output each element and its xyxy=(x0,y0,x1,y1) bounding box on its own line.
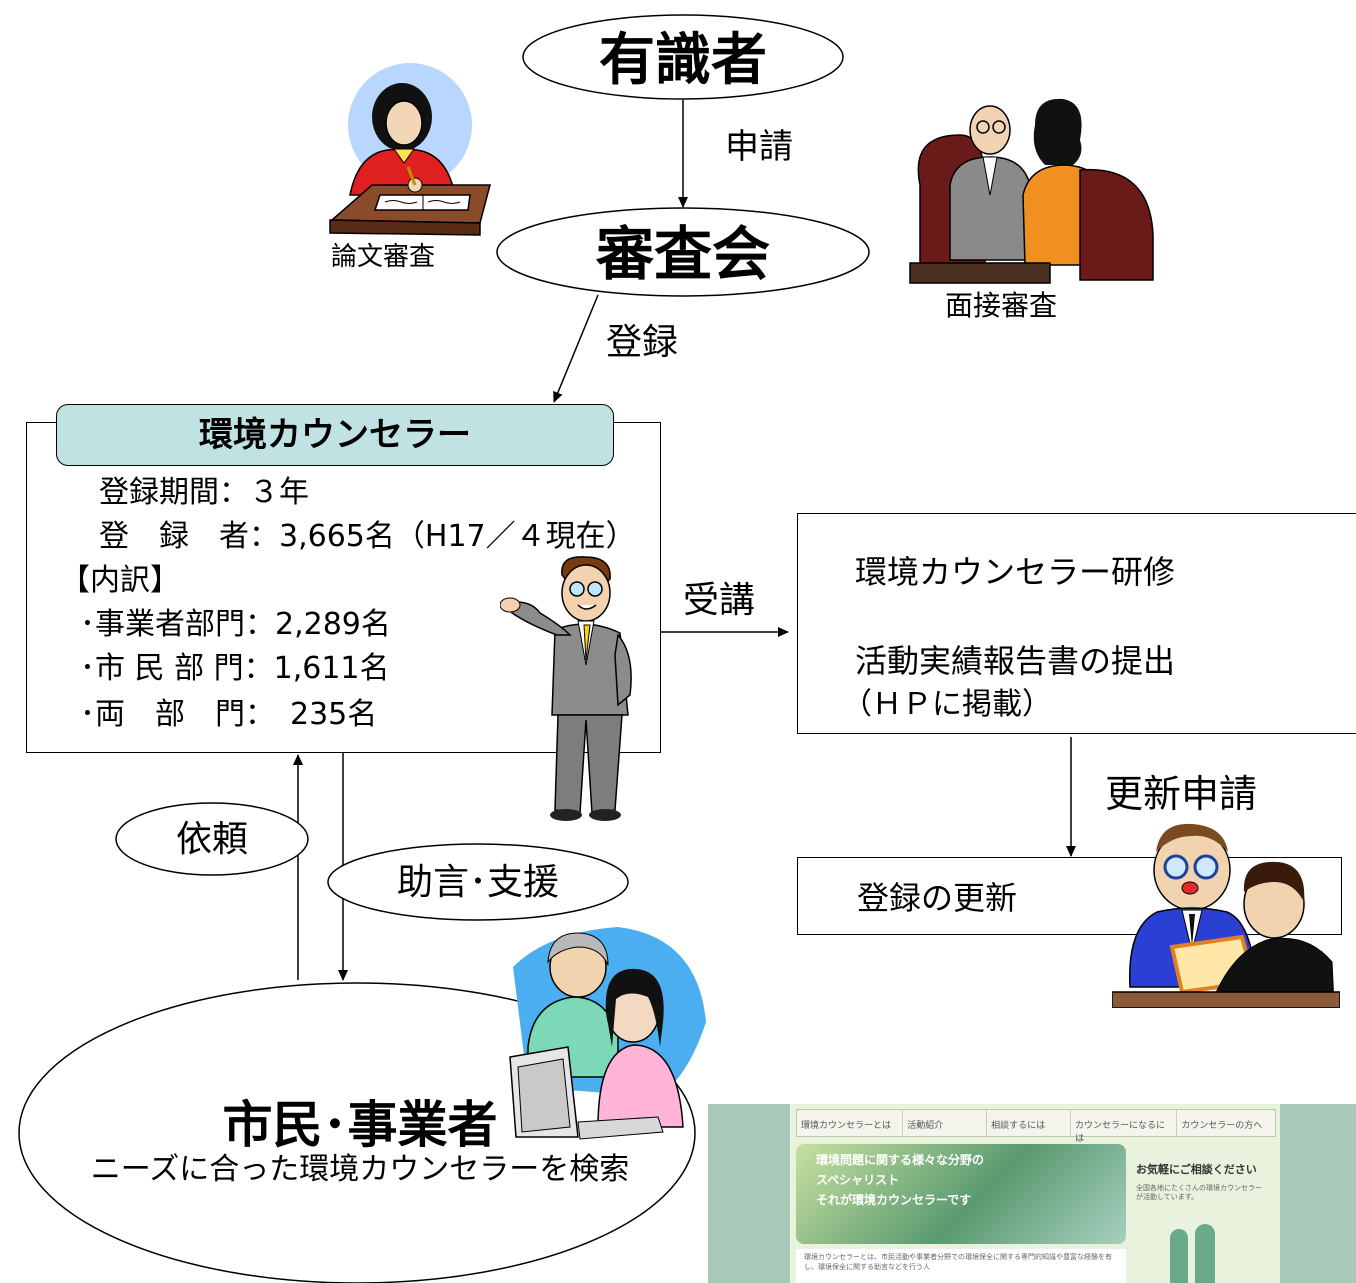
website-screenshot: 環境カウンセラーとは 活動紹介 相談するには カウンセラーになるには カウンセラ… xyxy=(708,1104,1356,1283)
register-label: 登録 xyxy=(606,322,679,363)
breakdown-business: ･事業者部門：2,289名 xyxy=(80,607,391,642)
training-line1: 環境カウンセラー研修 xyxy=(855,553,1176,591)
renewal-handshake-clipart xyxy=(1112,823,1340,1008)
renewal-label: 登録の更新 xyxy=(857,879,1018,917)
paper-review-clipart xyxy=(329,63,491,236)
website-person-icon xyxy=(1195,1224,1215,1283)
website-person-icon xyxy=(1170,1229,1188,1283)
website-nav-item[interactable]: 環境カウンセラーとは xyxy=(797,1110,904,1136)
paper-review-label: 論文審査 xyxy=(331,242,436,272)
council-ellipse xyxy=(496,207,870,297)
arrow-register xyxy=(553,294,599,403)
counselor-title-tab: 環境カウンセラー xyxy=(56,404,614,466)
website-side-text: 全国各地にたくさんの環境カウンセラーが活動しています。 xyxy=(1136,1184,1262,1202)
interview-clipart xyxy=(909,98,1154,284)
training-line2: 活動実績報告書の提出 xyxy=(855,642,1176,680)
website-nav: 環境カウンセラーとは 活動紹介 相談するには カウンセラーになるには カウンセラ… xyxy=(796,1109,1276,1144)
breakdown-both: ･両 部 門： 235名 xyxy=(80,697,378,732)
citizens-label: 市民･事業者 xyxy=(222,1096,498,1154)
citizens-computer-clipart xyxy=(509,927,706,1140)
expert-label: 有識者 xyxy=(599,28,767,93)
training-box xyxy=(797,513,1356,734)
registrant-count: 登 録 者：3,665名（H17／４現在） xyxy=(99,519,636,554)
website-hero: 環境問題に関する様々な分野の スペシャリスト それが環境カウンセラーです xyxy=(796,1144,1126,1244)
advice-label: 助言･支援 xyxy=(396,862,559,903)
citizens-sub-label: ニーズに合った環境カウンセラーを検索 xyxy=(90,1152,630,1187)
website-nav-item[interactable]: 相談するには xyxy=(987,1110,1071,1136)
council-label: 審査会 xyxy=(595,220,770,288)
website-side-title: お気軽にご相談ください xyxy=(1136,1163,1257,1176)
website-footer-text: 環境カウンセラーとは、市民活動や事業者分野での環境保全に関する専門的知識や豊富な… xyxy=(796,1249,1126,1283)
advice-ellipse xyxy=(327,843,629,921)
website-headline-3: それが環境カウンセラーです xyxy=(816,1193,972,1207)
counselor-title: 環境カウンセラー xyxy=(199,415,471,455)
training-line3: （ＨＰに掲載） xyxy=(842,687,1052,722)
website-headline-2: スペシャリスト xyxy=(816,1173,900,1187)
expert-ellipse xyxy=(522,14,844,100)
registration-period: 登録期間：３年 xyxy=(99,475,309,510)
website-nav-item[interactable]: カウンセラーになるには xyxy=(1071,1110,1178,1144)
attend-label: 受講 xyxy=(683,580,756,621)
website-page: 環境カウンセラーとは 活動紹介 相談するには カウンセラーになるには カウンセラ… xyxy=(790,1104,1280,1283)
apply-label: 申請 xyxy=(725,127,793,167)
website-nav-item[interactable]: 活動紹介 xyxy=(903,1110,988,1136)
request-ellipse xyxy=(115,802,309,876)
breakdown-header: 【内訳】 xyxy=(60,563,180,598)
website-nav-item[interactable]: カウンセラーの方へ xyxy=(1181,1121,1263,1131)
renew-apply-label: 更新申請 xyxy=(1105,772,1258,816)
counselor-man-clipart xyxy=(500,556,632,821)
request-label: 依頼 xyxy=(175,819,248,860)
breakdown-citizen: ･市 民 部 門：1,611名 xyxy=(80,651,390,686)
interview-label: 面接審査 xyxy=(945,289,1058,322)
website-headline-1: 環境問題に関する様々な分野の xyxy=(816,1153,985,1167)
